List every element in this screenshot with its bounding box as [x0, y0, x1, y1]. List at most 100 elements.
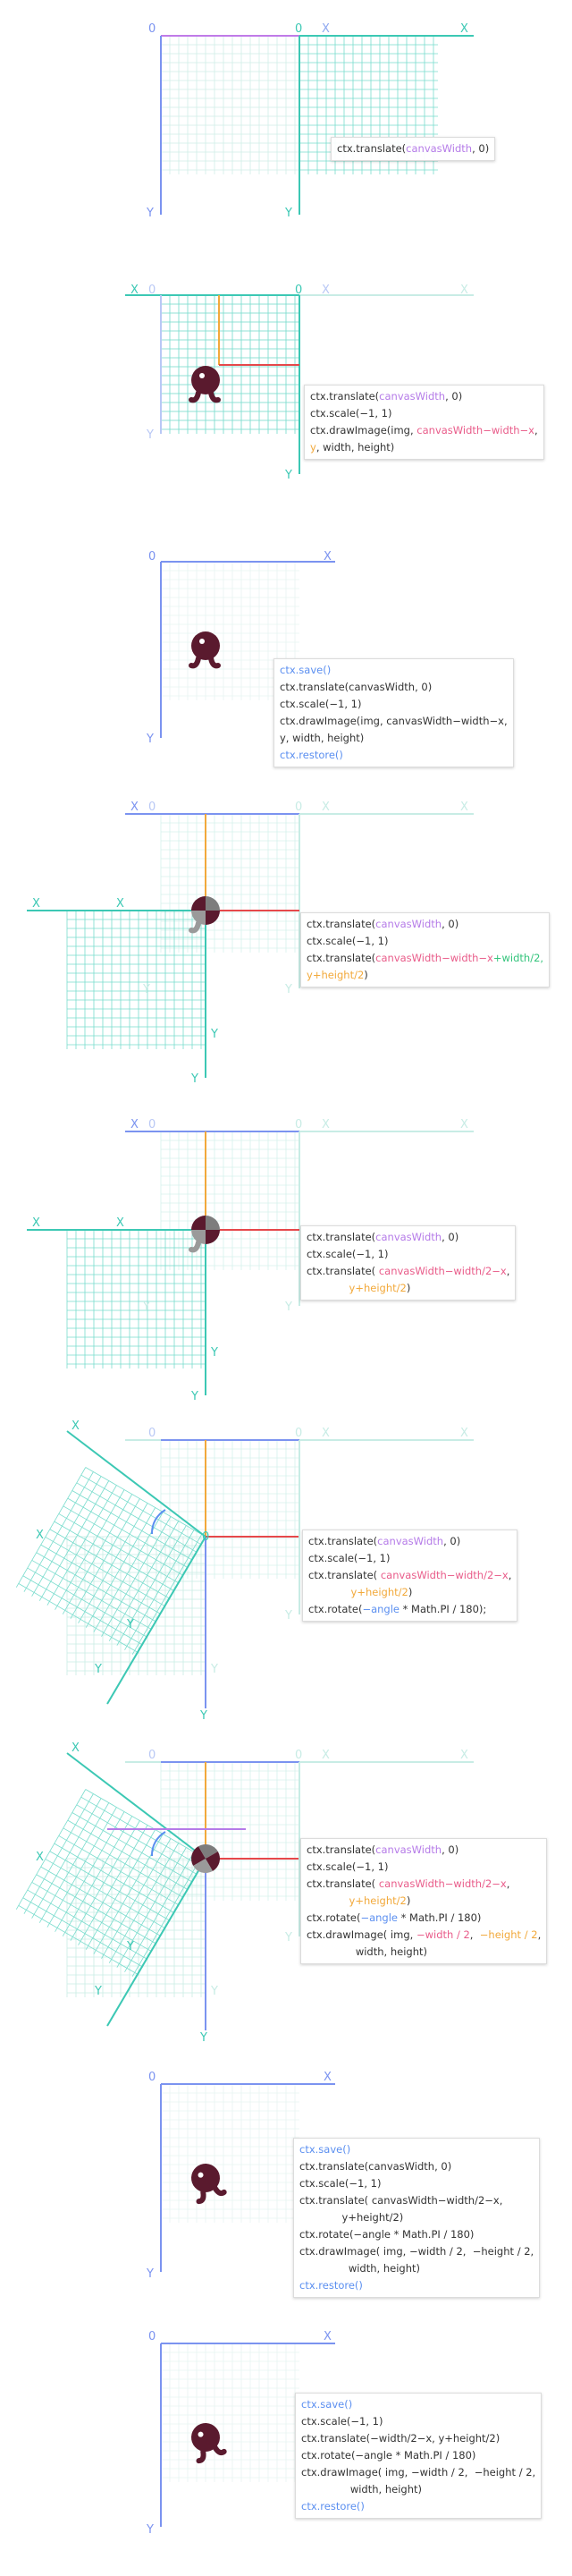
x-label-right: X: [460, 1749, 468, 1762]
y-label-faint: Y: [142, 983, 150, 996]
character-image: [191, 2164, 227, 2205]
code-token: ctx.drawImage( img, −width / 2, −height …: [299, 2245, 534, 2258]
grid-line: [54, 1521, 175, 1591]
code-token: y: [310, 441, 316, 453]
grid-line: [85, 1829, 156, 1950]
code-token: ctx.restore(): [299, 2279, 363, 2292]
x-label-right: X: [460, 1118, 468, 1131]
code-token: ctx.rotate(−angle * Math.PI / 180): [299, 2228, 475, 2241]
code-line: ctx.save(): [299, 2141, 534, 2158]
code-token: canvasWidth−width/2−x: [378, 1265, 507, 1277]
x-label-rotated-2: X: [36, 1529, 44, 1542]
code-token: ctx.rotate(: [307, 1911, 361, 1924]
y-label: Y: [146, 428, 154, 442]
grid-line: [62, 1494, 133, 1614]
code-token: canvasWidth: [406, 142, 473, 155]
code-line: y+height/2): [307, 1280, 509, 1297]
origin-label: 0: [148, 801, 156, 814]
grid-line: [58, 1513, 180, 1584]
code-token: ctx.scale(−1, 1): [308, 1552, 391, 1564]
y-label-faint: Y: [142, 1301, 150, 1314]
character-image-quadrants: [189, 896, 220, 934]
grid-line: [116, 1525, 187, 1646]
panel-8: 0 X Y ctx.save()ctx.translate(canvasWidt…: [0, 2048, 572, 2317]
grid-line: [18, 1583, 139, 1654]
x-label-translated: X: [32, 897, 40, 911]
code-token: ctx.save(): [299, 2143, 351, 2156]
translated-grid: [66, 1229, 206, 1368]
panel-5-diagram: X 0 0 X X X X Y Y Y Y: [27, 1118, 474, 1403]
grid-line: [72, 1490, 193, 1561]
code-token: , 0): [472, 142, 490, 155]
code-line: ctx.scale(−1, 1): [310, 405, 538, 422]
grid-line: [18, 1905, 139, 1976]
code-token: ctx.translate(: [337, 142, 407, 155]
x-label: X: [324, 550, 332, 564]
y-label-flipped: Y: [284, 1931, 292, 1945]
code-line: ctx.scale(−1, 1): [307, 933, 543, 950]
panel-6-diagram: X X 0 0 0 X X Y Y Y Y Y: [15, 1419, 474, 1723]
code-line: ctx.translate(canvasWidth, 0): [307, 916, 543, 933]
grid-line: [108, 1521, 180, 1641]
x-label-translated-2: X: [116, 1216, 124, 1230]
code-token: ctx.translate(: [307, 918, 376, 930]
code-line: y+height/2): [307, 1893, 541, 1910]
canvas-grid: [160, 2083, 299, 2223]
code-line: ctx.drawImage( img, −width / 2, −height …: [299, 2243, 534, 2260]
x-label-right: X: [460, 284, 468, 297]
code-token: ,: [469, 1928, 480, 1941]
code-token: ,: [534, 424, 538, 436]
y-label-translated-2: Y: [190, 1072, 198, 1086]
grid-line: [40, 1866, 162, 1936]
code-token: width, height): [301, 2483, 422, 2496]
code-token: ctx.save(): [301, 2398, 353, 2411]
code-token: ctx.scale(−1, 1): [301, 2415, 383, 2428]
code-token: y+height/2: [349, 1894, 407, 1907]
code-token: ): [408, 1586, 413, 1598]
origin-label-translated: 0: [295, 22, 302, 36]
x-label-left: X: [130, 284, 139, 297]
grid-line: [36, 1552, 157, 1623]
panel-9: 0 X Y ctx.save()ctx.scale(−1, 1)ctx.tran…: [0, 2317, 572, 2576]
grid-line: [27, 1567, 148, 1638]
origin-label-flipped: 0: [295, 1118, 302, 1131]
code-block-9: ctx.save()ctx.scale(−1, 1)ctx.translate(…: [295, 2393, 543, 2519]
code-token: ctx.restore(): [280, 749, 343, 761]
code-token: [308, 1586, 351, 1598]
code-line: ctx.translate(canvasWidth, 0): [299, 2158, 534, 2175]
panel-2: X 0 0 X X Y Y ctx.translate(canvasWidth,…: [0, 284, 572, 555]
code-line: ctx.drawImage( img, −width / 2, −height …: [301, 2464, 535, 2481]
code-token: y+height/2): [299, 2211, 404, 2224]
grid-line: [78, 1503, 148, 1623]
code-token: ): [406, 1894, 411, 1907]
character-image-quadrants: [189, 1216, 220, 1253]
code-block-1: ctx.translate(canvasWidth, 0): [331, 137, 496, 161]
code-token: * Math.PI / 180);: [399, 1603, 487, 1615]
grid-line: [70, 1498, 140, 1619]
code-line: ctx.translate(canvasWidth, 0): [280, 679, 508, 696]
grid-line: [80, 1796, 202, 1868]
panel-9-diagram: 0 X Y: [146, 2330, 335, 2537]
panel-3: 0 X Y ctx.save()ctx.translate(canvasWidt…: [0, 550, 572, 778]
grid-line: [85, 1467, 206, 1538]
origin-label-flipped: 0: [295, 1749, 302, 1762]
y-label-translated: Y: [284, 207, 292, 220]
y-label-bottom: Y: [199, 2031, 207, 2045]
code-token: ctx.rotate(−angle * Math.PI / 180): [301, 2449, 476, 2462]
code-token: ctx.scale(−1, 1): [299, 2177, 382, 2190]
grid-line: [31, 1476, 102, 1597]
x-label-rotated: X: [72, 1741, 80, 1755]
grid-line: [45, 1537, 166, 1607]
code-token: y+height/2: [349, 1282, 407, 1294]
angle-arc: [150, 1509, 166, 1535]
y-label-flipped: Y: [284, 983, 292, 996]
canvas-grid: [160, 1761, 299, 1901]
x-label: X: [322, 1427, 330, 1440]
grid-line: [31, 1882, 153, 1953]
grid-line: [45, 1859, 166, 1929]
grid-line: [116, 1847, 187, 1968]
x-label: X: [322, 22, 330, 36]
character-image: [189, 366, 221, 403]
code-block-4: ctx.translate(canvasWidth, 0)ctx.scale(−…: [300, 912, 551, 987]
y-label-translated: Y: [210, 1346, 218, 1360]
